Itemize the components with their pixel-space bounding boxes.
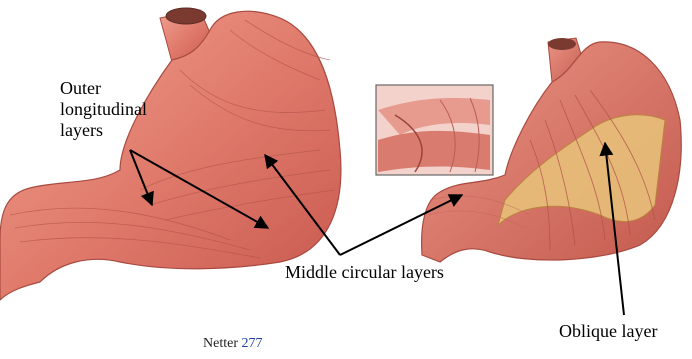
left-stomach-illustration (0, 8, 341, 300)
middle-circular-label: Middle circular layers (285, 262, 444, 283)
outer-label-line2: longitudinal (60, 99, 147, 120)
oblique-layer-label: Oblique layer (559, 321, 657, 342)
source-credit: Netter 277 (203, 336, 262, 352)
cross-section-inset (376, 85, 493, 175)
credit-page-number: 277 (241, 336, 262, 351)
outer-label-line1: Outer (60, 78, 147, 99)
credit-source: Netter (203, 336, 238, 351)
outer-label-line3: layers (60, 120, 147, 141)
outer-longitudinal-label: Outer longitudinal layers (60, 78, 147, 141)
